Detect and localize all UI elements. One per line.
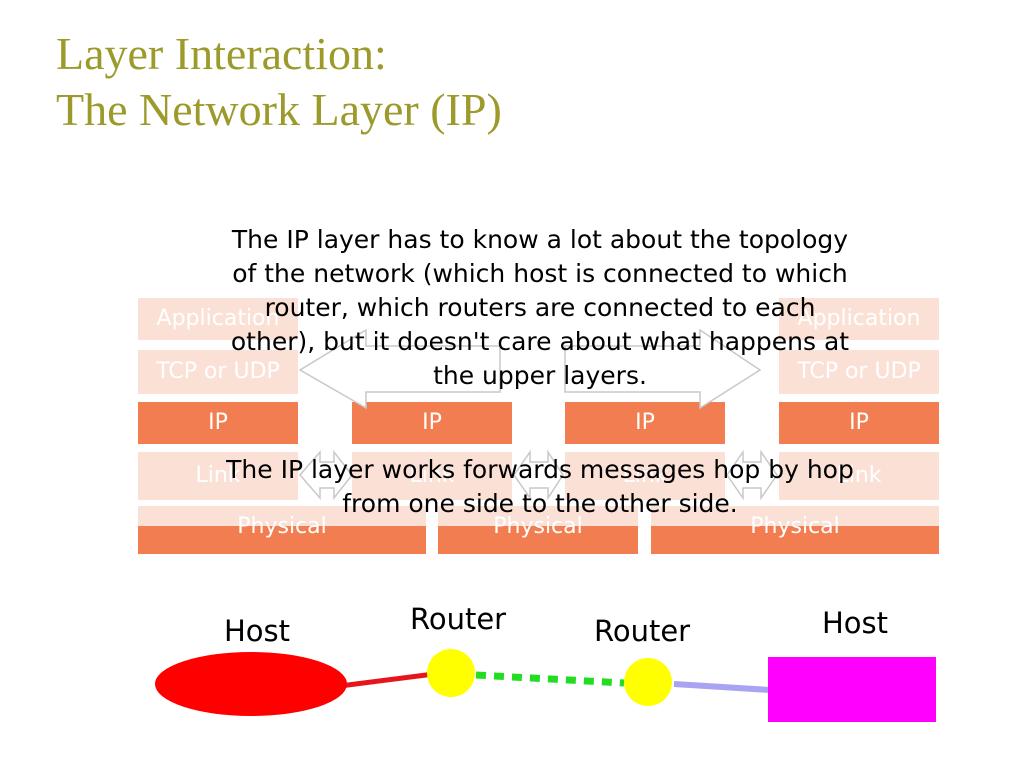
physical-layer-left: Physical bbox=[138, 506, 426, 554]
right-host-ip-layer: IP bbox=[779, 402, 939, 444]
slide-title: Layer Interaction: The Network Layer (IP… bbox=[56, 26, 816, 138]
router2-shape bbox=[624, 658, 672, 706]
title-line-1: Layer Interaction: bbox=[56, 28, 387, 79]
topology-explanation-line-2: of the network (which host is connected … bbox=[232, 259, 848, 288]
topology-explanation-line-5: the upper layers. bbox=[433, 361, 647, 390]
link-arrow-1 bbox=[299, 449, 353, 501]
title-line-2: The Network Layer (IP) bbox=[56, 84, 502, 135]
physical-layer-middle: Physical bbox=[438, 506, 638, 554]
router1-label: Router bbox=[410, 602, 507, 636]
hop-by-hop-explanation: The IP layer works forwards messages hop… bbox=[130, 453, 950, 521]
topology-explanation-line-4: other), but it doesn't care about what h… bbox=[230, 327, 850, 356]
router2-ip-layer: IP bbox=[565, 402, 725, 444]
right-host-application-layer: Application bbox=[779, 298, 939, 340]
link-router1-router2 bbox=[475, 671, 625, 687]
left-host-link-layer: Link bbox=[138, 452, 298, 500]
right-host-tcp-udp-layer: TCP or UDP bbox=[779, 350, 939, 394]
topology-explanation: The IP layer has to know a lot about the… bbox=[130, 223, 950, 393]
host-right-label: Host bbox=[822, 606, 889, 640]
router1-link-layer: Link bbox=[352, 452, 512, 500]
router1-ip-layer: IP bbox=[352, 402, 512, 444]
link-arrow-2 bbox=[513, 449, 564, 501]
router2-label: Router bbox=[594, 614, 691, 648]
hop-by-hop-line-2: from one side to the other side. bbox=[342, 489, 738, 518]
topology-explanation-line-3: router, which routers are connected to e… bbox=[264, 293, 816, 322]
left-host-application-layer: Application bbox=[138, 298, 298, 340]
left-host-ip-layer: IP bbox=[138, 402, 298, 444]
physical-layer-right: Physical bbox=[651, 506, 939, 554]
link-router2-host bbox=[673, 681, 771, 693]
router1-shape bbox=[427, 649, 475, 697]
router2-link-layer: Link bbox=[565, 452, 725, 500]
host-right-shape bbox=[768, 657, 936, 722]
right-host-link-layer: Link bbox=[779, 452, 939, 500]
host-left-shape bbox=[155, 652, 347, 716]
topology-explanation-line-1: The IP layer has to know a lot about the… bbox=[231, 225, 849, 254]
upper-double-arrow-right bbox=[564, 328, 762, 410]
left-host-tcp-udp-layer: TCP or UDP bbox=[138, 350, 298, 394]
host-left-label: Host bbox=[224, 614, 291, 648]
link-host-router1 bbox=[339, 671, 435, 689]
hop-by-hop-line-1: The IP layer works forwards messages hop… bbox=[226, 455, 854, 484]
link-arrow-3 bbox=[726, 449, 778, 501]
upper-double-arrow-left bbox=[298, 328, 501, 410]
